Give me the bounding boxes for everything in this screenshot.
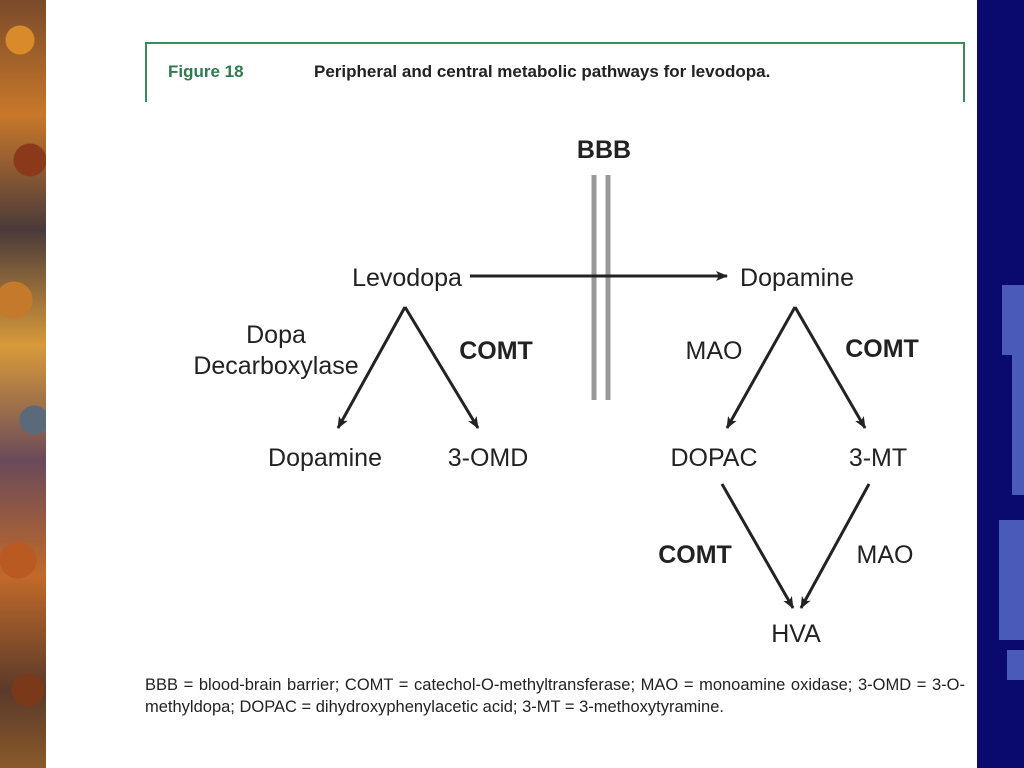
enzyme-comt-dopac-hva: COMT <box>658 541 732 569</box>
figure-label: Figure 18 <box>168 62 244 81</box>
enzyme-mao-mt-hva: MAO <box>857 541 914 569</box>
arrow-dopamine-to-dopac <box>725 306 797 429</box>
node-hva: HVA <box>771 620 821 648</box>
arrow-3-mt-to-hva <box>799 483 871 609</box>
arrow-dopac-to-hva <box>720 483 795 609</box>
enzyme-comt-peripheral: COMT <box>459 337 533 365</box>
node-3-omd: 3-OMD <box>448 444 529 472</box>
gear-shape <box>999 520 1024 640</box>
gear-shape <box>1007 650 1024 680</box>
figure-title: Peripheral and central metabolic pathway… <box>314 62 771 81</box>
figure-frame <box>145 42 965 102</box>
arrow-dopamine-to-3-mt <box>793 306 867 429</box>
node-3-mt: 3-MT <box>849 444 907 472</box>
node-dopamine-central: Dopamine <box>740 264 854 292</box>
node-levodopa: Levodopa <box>352 264 462 292</box>
decorative-left-band <box>0 0 46 768</box>
enzyme-ddc-line1: Dopa <box>246 321 306 349</box>
barrier-label: BBB <box>577 136 631 164</box>
footnote: BBB = blood-brain barrier; COMT = catech… <box>145 676 965 716</box>
node-dopamine-peripheral: Dopamine <box>268 444 382 472</box>
enzyme-ddc-line2: Decarboxylase <box>193 352 358 380</box>
enzyme-comt-central: COMT <box>845 335 919 363</box>
arrow-levodopa-to-dopamine-peripheral <box>336 306 407 429</box>
gear-shape <box>1002 285 1024 355</box>
node-dopac: DOPAC <box>670 444 757 472</box>
gear-shape <box>1012 355 1024 495</box>
slide-content <box>46 0 977 768</box>
decorative-right-band <box>977 0 1024 768</box>
enzyme-mao-central: MAO <box>686 337 743 365</box>
arrow-levodopa-to-3-omd <box>403 306 480 429</box>
